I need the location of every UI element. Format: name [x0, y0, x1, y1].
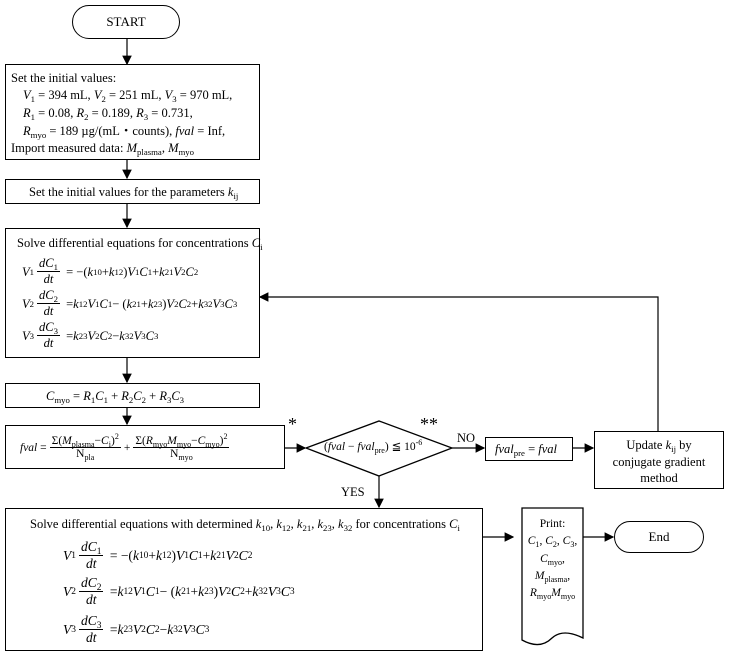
- print-rmyo-mmyo: RmyoMmyo: [529, 587, 576, 601]
- init-values-box: Set the initial values: V1 = 394 mL, V2 …: [5, 64, 260, 160]
- param-init-text: Set the initial values for the parameter…: [29, 185, 239, 201]
- final-solve-title: Solve differential equations with determ…: [30, 517, 460, 533]
- decision-diamond: [304, 420, 454, 477]
- fval-pre-text: fvalpre = fval: [495, 442, 557, 458]
- print-content: Print: C1, C2, C3, Cmyo, Mplasma, RmyoMm…: [522, 516, 583, 602]
- arrow-update-loop: [258, 292, 659, 431]
- no-label: NO: [457, 431, 476, 445]
- init-title: Set the initial values:: [11, 71, 117, 85]
- print-mplasma: Mplasma,: [534, 569, 571, 584]
- end-terminal: End: [614, 521, 704, 553]
- decision-condition: (fval − fvalpre) ≦ 10-6: [324, 438, 423, 455]
- end-label: End: [648, 529, 670, 544]
- star-note-1: *: [288, 414, 297, 434]
- update-line2: conjugate gradient: [612, 455, 706, 469]
- print-cmyo: Cmyo,: [540, 552, 565, 567]
- start-label: START: [106, 14, 146, 29]
- yes-label: YES: [341, 485, 365, 499]
- update-line1: Update kij by: [626, 438, 692, 454]
- init-rmyo: Rmyo = 189 µg/(mL・counts), fval = Inf,: [23, 124, 226, 140]
- cmyo-box: Cmyo = R1C1 + R2C2 + R3C3: [5, 383, 260, 408]
- fval-pre-box: fvalpre = fval: [485, 437, 573, 461]
- init-import: Import measured data: Mplasma, Mmyo: [11, 141, 195, 157]
- star-note-2: **: [420, 414, 438, 434]
- print-shape: [521, 507, 584, 646]
- final-solve-box: Solve differential equations with determ…: [5, 508, 483, 651]
- update-box: Update kij by conjugate gradient method: [594, 431, 724, 489]
- solve-title: Solve differential equations for concent…: [17, 236, 263, 252]
- start-terminal: START: [72, 5, 180, 39]
- param-init-box: Set the initial values for the parameter…: [5, 179, 260, 204]
- update-line3: method: [640, 471, 678, 485]
- print-title: Print:: [539, 518, 566, 530]
- print-c123: C1, C2, C3,: [527, 535, 578, 550]
- solve-box: Solve differential equations for concent…: [5, 228, 263, 358]
- cmyo-text: Cmyo = R1C1 + R2C2 + R3C3: [46, 389, 185, 405]
- init-volumes: V1 = 394 mL, V2 = 251 mL, V3 = 970 mL,: [23, 88, 233, 104]
- init-ratios: R1 = 0.08, R2 = 0.189, R3 = 0.731,: [23, 106, 193, 122]
